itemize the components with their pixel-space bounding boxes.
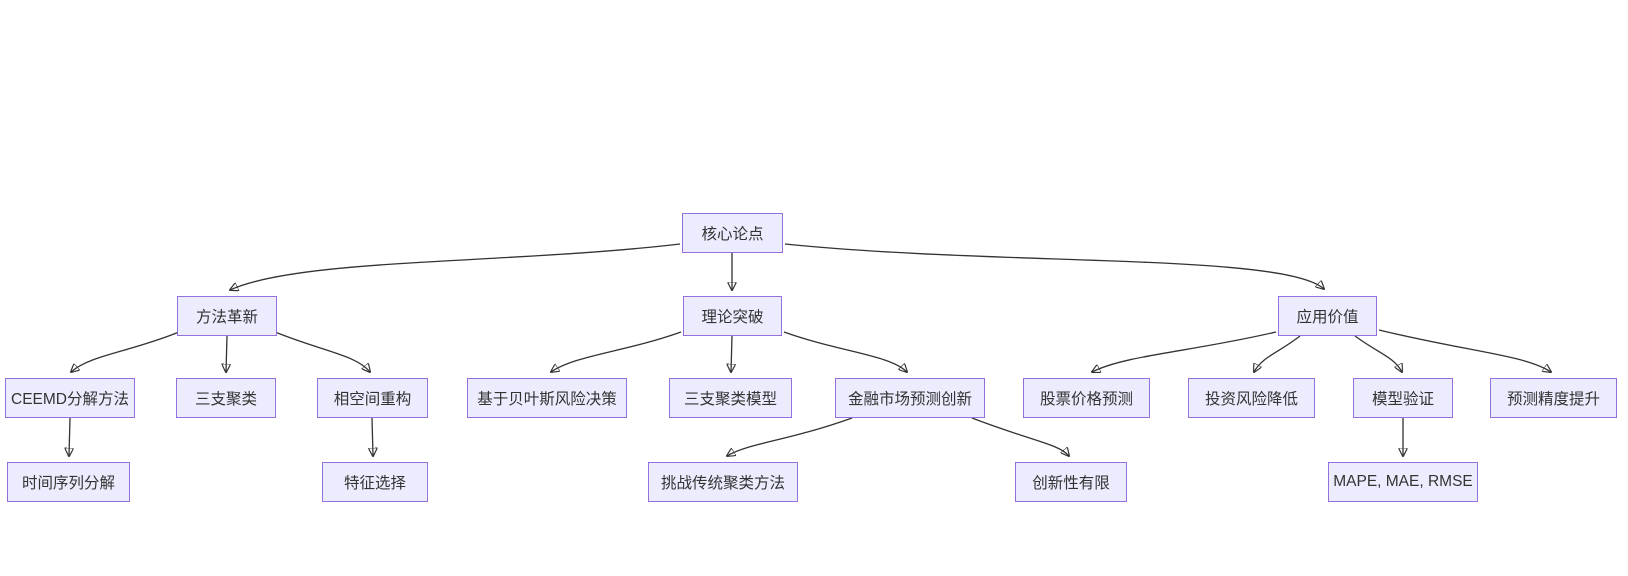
node-error-metrics: MAPE, MAE, RMSE: [1328, 462, 1478, 502]
node-time-series-decomposition: 时间序列分解: [7, 462, 130, 502]
edge-finance-to-challenge: [727, 417, 853, 456]
node-model-validation: 模型验证: [1353, 378, 1453, 418]
edge-application-to-precision: [1378, 329, 1551, 372]
node-phase-space-reconstruction: 相空间重构: [317, 378, 428, 418]
node-ceemd-decomposition: CEEMD分解方法: [5, 378, 135, 418]
node-feature-selection: 特征选择: [322, 462, 428, 502]
node-application-value: 应用价值: [1278, 296, 1377, 336]
edge-theory-to-bayes: [551, 331, 682, 372]
node-limited-novelty: 创新性有限: [1015, 462, 1127, 502]
node-three-way-clustering: 三支聚类: [176, 378, 276, 418]
node-three-way-clustering-model: 三支聚类模型: [669, 378, 792, 418]
node-challenge-traditional-clustering: 挑战传统聚类方法: [648, 462, 798, 502]
edge-method-to-three-way: [226, 335, 227, 372]
node-prediction-accuracy-improvement: 预测精度提升: [1490, 378, 1617, 418]
node-bayesian-risk-decision: 基于贝叶斯风险决策: [467, 378, 627, 418]
edge-application-to-validation: [1354, 335, 1402, 372]
edge-application-to-risk: [1254, 335, 1301, 372]
node-method-innovation: 方法革新: [177, 296, 277, 336]
node-core-thesis: 核心论点: [682, 213, 783, 253]
node-theory-breakthrough: 理论突破: [683, 296, 782, 336]
node-financial-market-forecast-innovation: 金融市场预测创新: [835, 378, 985, 418]
edge-method-to-phase-space: [274, 331, 370, 372]
edge-theory-to-twc-model: [731, 335, 732, 372]
node-stock-price-prediction: 股票价格预测: [1023, 378, 1150, 418]
edge-application-to-stock: [1092, 331, 1277, 372]
node-investment-risk-reduction: 投资风险降低: [1188, 378, 1315, 418]
edge-theory-to-finance: [783, 331, 907, 372]
edge-phase-space-to-feature: [372, 417, 373, 456]
edge-core-to-application: [784, 243, 1324, 289]
edge-method-to-ceemd: [71, 331, 180, 372]
edge-core-to-method: [230, 243, 681, 290]
edge-finance-to-limited: [971, 417, 1069, 456]
edge-ceemd-to-ts-decomp: [69, 417, 70, 456]
